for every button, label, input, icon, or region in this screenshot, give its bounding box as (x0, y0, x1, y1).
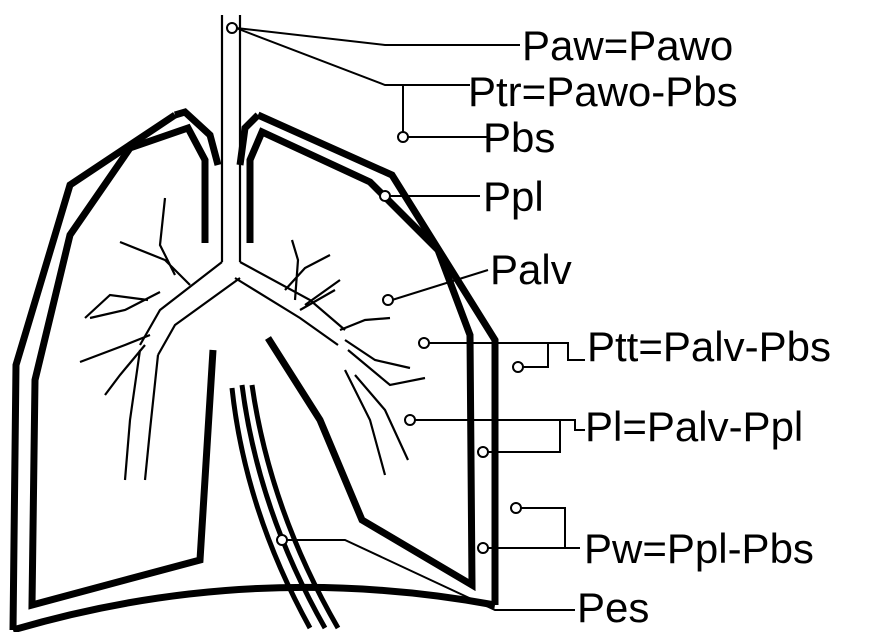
left-main-bronchus (140, 262, 240, 355)
probe-ppl-pw (511, 503, 521, 513)
leader-pes (284, 540, 575, 610)
label-pbs: Pbs (483, 114, 555, 161)
probe-pbs-pw (478, 543, 488, 553)
probe-ppl (380, 191, 390, 201)
label-palv: Palv (490, 246, 572, 293)
label-pes: Pes (577, 584, 649, 631)
probe-pbs (398, 132, 408, 142)
probe-pbs-ptt (513, 362, 523, 372)
left-bronchi-lower (80, 335, 158, 480)
probe-palv (383, 295, 393, 305)
label-ptr: Ptr=Pawo-Pbs (468, 68, 738, 115)
leader-ptt (425, 343, 585, 367)
probe-pawo (227, 23, 237, 33)
right-bronchi-lower (340, 318, 425, 475)
label-ptt: Ptt=Palv-Pbs (587, 323, 831, 370)
leader-palv (392, 270, 488, 300)
label-pw: Pw=Ppl-Pbs (584, 525, 814, 572)
probe-pes (277, 535, 287, 545)
left-lung-outline (32, 128, 213, 605)
probe-palv-ptt (419, 338, 429, 348)
probe-ppl-pl (478, 447, 488, 457)
label-paw: Paw=Pawo (522, 22, 733, 69)
probe-palv-pl (405, 415, 415, 425)
label-ppl: Ppl (483, 173, 544, 220)
leader-ptr (236, 28, 470, 85)
leader-paw (236, 28, 520, 45)
right-main-bronchus (235, 262, 345, 345)
label-pl: Pl=Palv-Ppl (585, 403, 803, 450)
right-bronchi-upper (285, 240, 340, 310)
